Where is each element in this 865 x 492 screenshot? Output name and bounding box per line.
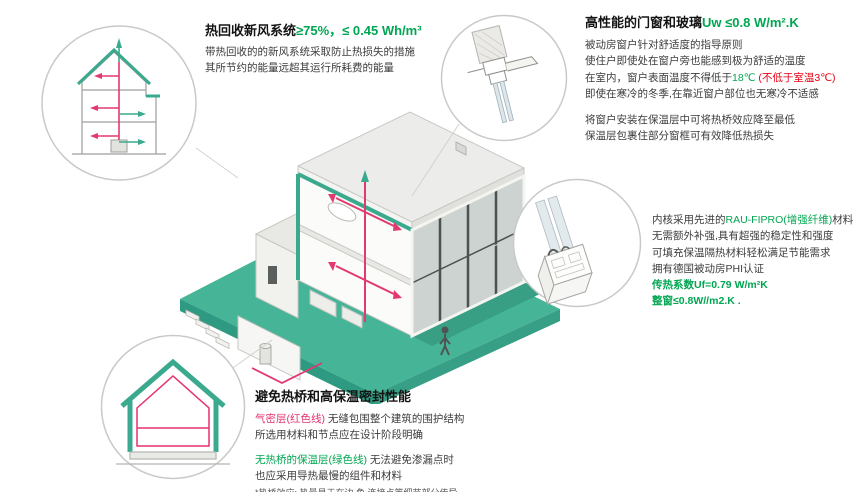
house-isometric-illustration bbox=[180, 111, 560, 404]
airtight-layer-text: 无缝包围整个建筑的围护结构 bbox=[325, 413, 465, 425]
window-section-diagram bbox=[440, 14, 568, 142]
lawn-side-right bbox=[375, 309, 560, 404]
duct-arrowheads bbox=[328, 194, 402, 299]
annex-window bbox=[268, 266, 277, 284]
thermal-red-line2: 所选用材料和节点应在设计阶段明确 bbox=[255, 429, 423, 442]
window-heading: 高性能的门窗和玻璃Uw ≤0.8 W/m².K bbox=[585, 12, 863, 31]
insulation-layer-label: 无热桥的保温层(绿色线) bbox=[255, 453, 367, 466]
exhaust-arrow bbox=[361, 170, 369, 182]
thermal-green-line1: 无热桥的保温层(绿色线) 无法避免渗漏点时 bbox=[255, 452, 605, 468]
thermal-red-line1: 气密层(红色线) 无缝包围整个建筑的围护结构 bbox=[255, 411, 605, 427]
window-section-drawing bbox=[467, 25, 539, 124]
window-p1-line3-green: 18℃ bbox=[732, 71, 756, 84]
thermal-bridge-circle bbox=[100, 334, 246, 480]
facade-frame bbox=[410, 173, 526, 339]
hrv-desc-line2: 其所节约的能量远超其运行所耗费的能量 bbox=[205, 62, 394, 75]
thermal-footnote: *热桥效应: 热量易于在边,角,连接点等细节部分传导 bbox=[255, 487, 605, 492]
insulation-layer-text: 无法避免渗漏点时 bbox=[367, 453, 454, 466]
ventilation-ducts bbox=[335, 180, 395, 322]
hrv-heading-black: 热回收新风系统 bbox=[205, 23, 297, 38]
floor-and-ground bbox=[116, 451, 230, 465]
kitchen-island bbox=[341, 305, 363, 329]
supply-arrowheads bbox=[116, 38, 146, 145]
window-profile-diagram bbox=[512, 178, 642, 308]
window-p1-line3: 在室内，窗户表面温度不得低于18℃ (不低于室温3℃) bbox=[585, 70, 863, 86]
hrv-section-circle bbox=[40, 24, 198, 182]
extract-arrowheads bbox=[90, 73, 102, 139]
window-section-circle bbox=[440, 14, 568, 142]
window-p1-line3-black: 在室内，窗户表面温度不得低于 bbox=[585, 71, 732, 84]
window-profile-drawing bbox=[535, 195, 593, 306]
window-p2-line1: 将窗户安装在保温层中可将热桥效应降至最低 bbox=[585, 114, 795, 127]
thermal-text-block: 避免热桥和高保温密封性能 气密层(红色线) 无缝包围整个建筑的围护结构 所选用材… bbox=[255, 386, 605, 492]
extract-ducts bbox=[98, 62, 120, 140]
kitchen-counter bbox=[309, 289, 337, 318]
profile-line3: 可填充保温隔热材料轻松满足节能需求 bbox=[652, 246, 831, 259]
profile-line1-black1: 内核采用先进的 bbox=[652, 214, 726, 226]
window-heading-black: 高性能的门窗和玻璃 bbox=[585, 15, 703, 30]
window-p1-line1: 被动房窗户针对舒适度的指导原则 bbox=[585, 39, 743, 51]
glass-facade bbox=[410, 173, 526, 339]
insulation-edge-top bbox=[297, 172, 413, 232]
profile-line1-black2: 材料 bbox=[832, 214, 854, 226]
hrv-desc-line1: 带热回收的的新风系统采取防止热损失的措施 bbox=[205, 46, 415, 58]
roof-insulation-line bbox=[76, 47, 160, 98]
window-p1-line4: 即使在寒冷的冬季,在靠近窗户部位也无寒冷不适感 bbox=[585, 87, 819, 100]
ground-pipe-red bbox=[251, 362, 323, 385]
airtight-layer-label: 气密层(红色线) bbox=[255, 413, 325, 425]
profile-uw-value: 整窗≤0.8W//m2.K . bbox=[652, 295, 741, 308]
exterior-stairs bbox=[185, 309, 230, 350]
hrv-heading: 热回收新风系统≥75%，≤ 0.45 Wh/m³ bbox=[205, 20, 575, 39]
profile-line4: 拥有德国被动房PHI认证 bbox=[652, 262, 765, 275]
thermal-heading: 避免热桥和高保温密封性能 bbox=[255, 389, 412, 404]
thermal-bridge-diagram bbox=[100, 334, 246, 480]
cutaway-interior bbox=[296, 172, 413, 337]
window-p1-line2: 使住户即使处在窗户旁也能感到极为舒适的温度 bbox=[585, 55, 806, 68]
insulation-outline-green bbox=[120, 358, 226, 452]
profile-line2: 无需额外补强,具有超强的稳定性和强度 bbox=[652, 230, 834, 243]
window-heading-green: Uw ≤0.8 W/m².K bbox=[702, 15, 799, 30]
hrv-heading-green: ≥75%，≤ 0.45 Wh/m³ bbox=[296, 23, 422, 38]
hrv-text-block: 热回收新风系统≥75%，≤ 0.45 Wh/m³ 带热回收的的新风系统采取防止热… bbox=[205, 20, 575, 77]
profile-line1-green: RAU-FIPRO(增强纤维) bbox=[725, 214, 833, 226]
profile-text-block: 内核采用先进的RAU-FIPRO(增强纤维)材料 无需额外补强,具有超强的稳定性… bbox=[652, 212, 864, 310]
person-figure bbox=[439, 326, 451, 356]
window-p2-line2: 保温层包裹住部分窗框可有效降低热损失 bbox=[585, 130, 774, 143]
supply-ducts bbox=[118, 46, 138, 143]
airtight-line-red bbox=[136, 374, 210, 447]
bathtub bbox=[327, 202, 357, 222]
profile-uf-value: 传热系数Uf=0.79 W/m²K bbox=[652, 279, 768, 292]
hrv-section-diagram bbox=[41, 25, 197, 181]
window-profile-circle bbox=[512, 178, 642, 308]
profile-line1: 内核采用先进的RAU-FIPRO(增强纤维)材料 bbox=[652, 212, 864, 228]
window-text-block: 高性能的门窗和玻璃Uw ≤0.8 W/m².K 被动房窗户针对舒适度的指导原则 … bbox=[585, 12, 863, 145]
window-p1-line3-red: (不低于室温3℃) bbox=[755, 71, 836, 84]
thermal-green-line2: 也应采用导热最慢的组件和材料 bbox=[255, 469, 402, 482]
